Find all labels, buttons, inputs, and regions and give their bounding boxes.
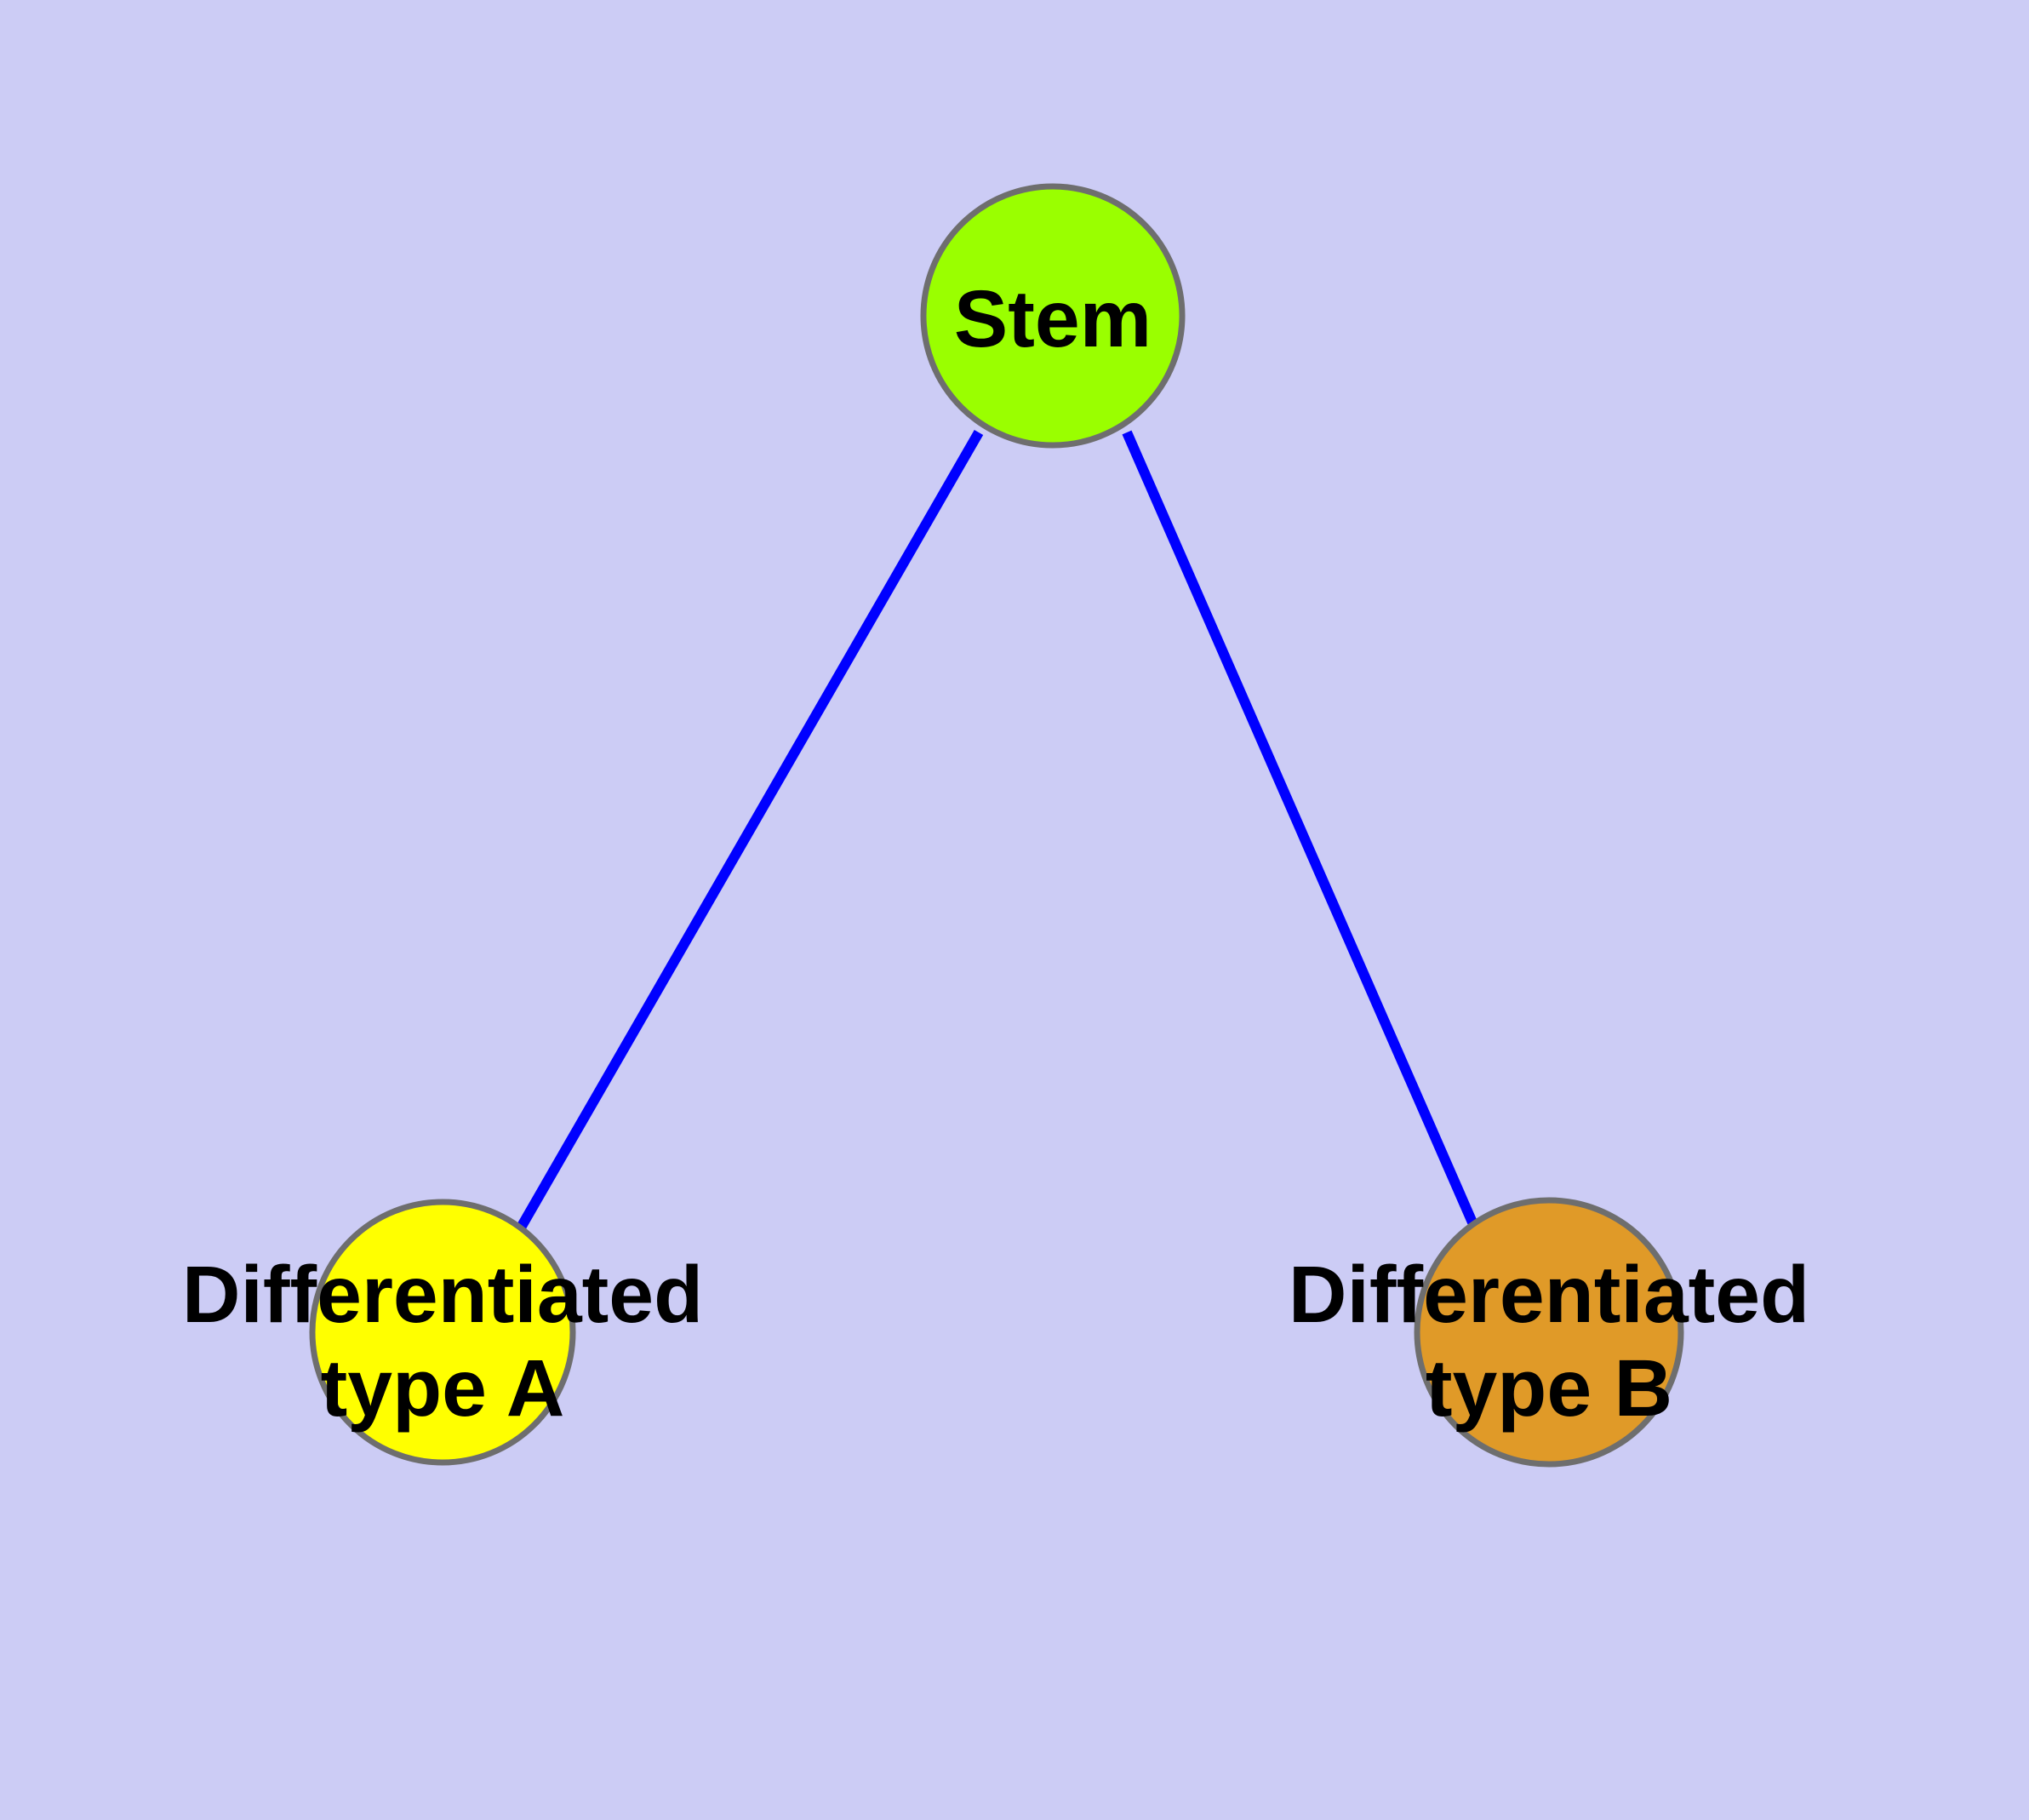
edge-stem-to-diff-a (516, 430, 984, 1230)
node-diff-b-label-line2: type B (1426, 1343, 1672, 1434)
node-diff-a-label-line1: Differentiated (182, 1250, 703, 1340)
node-stem-circle[interactable] (920, 183, 1186, 449)
edges-layer (516, 430, 1477, 1230)
node-diff-a-label-line2: type A (321, 1343, 565, 1434)
node-diff-b[interactable]: Differentiated type B (1289, 1197, 1809, 1468)
node-diff-b-circle[interactable] (1414, 1197, 1684, 1468)
node-diff-a-circle[interactable] (309, 1199, 576, 1466)
edge-stem-to-diff-b (1122, 430, 1477, 1225)
node-stem[interactable]: Stem (920, 183, 1186, 449)
nodes-layer: Stem Differentiated type A Differentiate… (182, 183, 1809, 1468)
node-stem-label: Stem (954, 274, 1152, 364)
node-diff-a[interactable]: Differentiated type A (182, 1199, 703, 1466)
node-diff-b-label-line1: Differentiated (1289, 1250, 1809, 1340)
